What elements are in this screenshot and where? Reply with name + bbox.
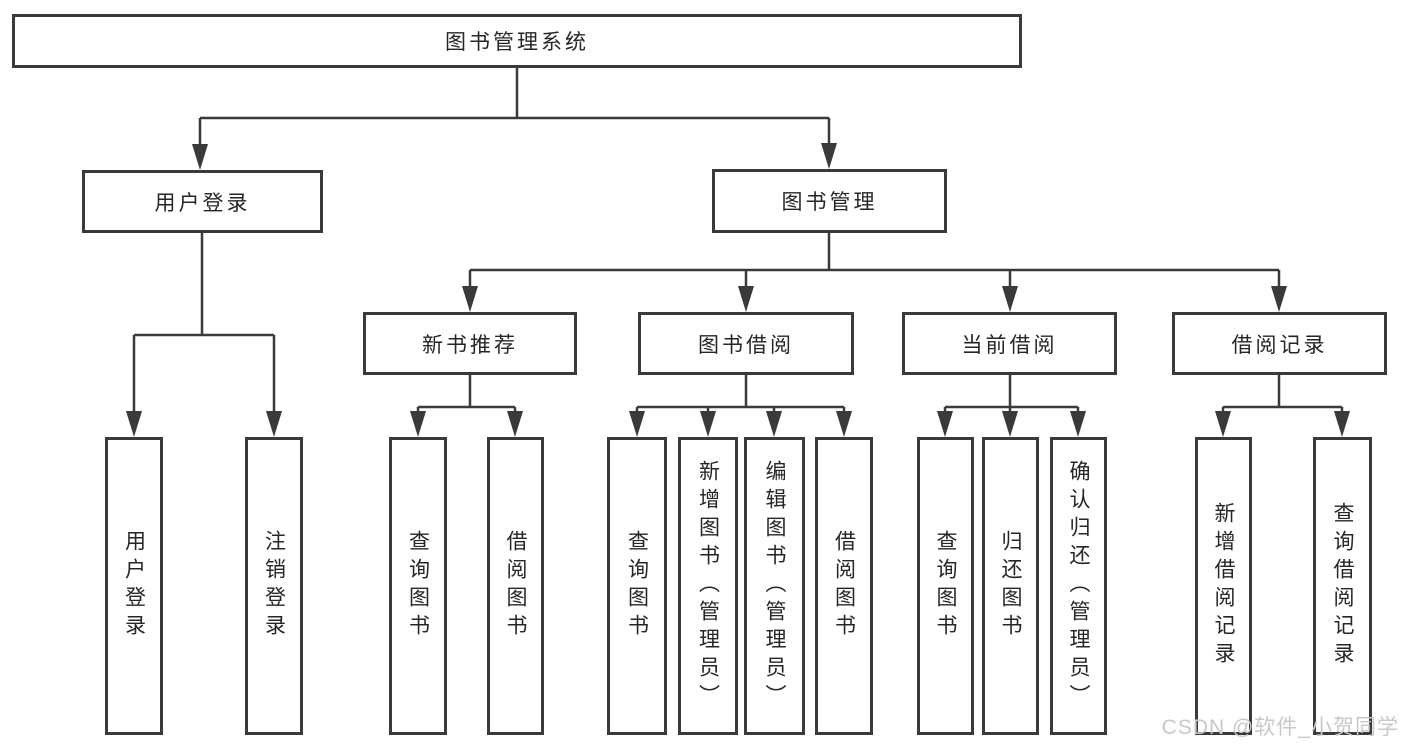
node-borrowing-records-label: 借阅记录 xyxy=(1231,333,1328,357)
node-book-management-label: 图书管理 xyxy=(781,191,878,214)
leaf-nbr-query-books-label: 查询图书 xyxy=(406,530,430,642)
leaf-cb-confirm-return-admin-label: 确认归还（管理员） xyxy=(1067,460,1090,712)
node-root-system: 图书管理系统 xyxy=(12,14,1022,68)
leaf-nbr-borrow-books-label: 借阅图书 xyxy=(504,530,527,642)
leaf-br-query-record-label: 查询借阅记录 xyxy=(1331,502,1354,670)
arrowheads xyxy=(126,143,1350,437)
leaf-cb-query-books-label: 查询图书 xyxy=(934,530,957,642)
leaf-user-login: 用户登录 xyxy=(105,437,163,735)
node-book-borrowing-label: 图书借阅 xyxy=(698,333,794,357)
node-book-borrowing: 图书借阅 xyxy=(638,312,854,375)
node-new-book-recommend-label: 新书推荐 xyxy=(422,333,518,357)
leaf-user-login-label: 用户登录 xyxy=(122,530,146,642)
csdn-watermark: CSDN @软件_小贺同学 xyxy=(1161,716,1399,739)
leaf-br-add-record: 新增借阅记录 xyxy=(1195,437,1252,735)
node-root-label: 图书管理系统 xyxy=(445,31,589,54)
node-current-borrowing-label: 当前借阅 xyxy=(961,333,1058,357)
leaf-bb-edit-books-admin: 编辑图书（管理员） xyxy=(744,437,805,735)
leaf-bb-add-books-admin: 新增图书（管理员） xyxy=(678,437,738,735)
leaf-bb-add-books-admin-label: 新增图书（管理员） xyxy=(696,460,720,712)
leaf-bb-query-books: 查询图书 xyxy=(607,437,667,735)
leaf-bb-query-books-label: 查询图书 xyxy=(625,530,649,642)
leaf-cb-return-books: 归还图书 xyxy=(982,437,1039,735)
leaf-br-add-record-label: 新增借阅记录 xyxy=(1212,502,1235,670)
node-new-book-recommend: 新书推荐 xyxy=(363,312,577,375)
node-book-management: 图书管理 xyxy=(712,169,947,233)
leaf-bb-borrow-books-label: 借阅图书 xyxy=(832,530,856,642)
node-user-login-label: 用户登录 xyxy=(154,191,251,215)
leaf-cb-confirm-return-admin: 确认归还（管理员） xyxy=(1050,437,1107,735)
node-current-borrowing: 当前借阅 xyxy=(902,312,1117,375)
node-user-login: 用户登录 xyxy=(82,170,323,233)
leaf-nbr-query-books: 查询图书 xyxy=(389,437,447,735)
leaf-bb-edit-books-admin-label: 编辑图书（管理员） xyxy=(763,460,786,712)
leaf-cb-return-books-label: 归还图书 xyxy=(999,530,1022,642)
leaf-cb-query-books: 查询图书 xyxy=(917,437,974,735)
leaf-nbr-borrow-books: 借阅图书 xyxy=(487,437,544,735)
node-borrowing-records: 借阅记录 xyxy=(1172,312,1387,375)
leaf-logout: 注销登录 xyxy=(245,437,303,735)
leaf-logout-label: 注销登录 xyxy=(262,530,286,642)
leaf-bb-borrow-books: 借阅图书 xyxy=(815,437,873,735)
leaf-br-query-record: 查询借阅记录 xyxy=(1313,437,1372,735)
